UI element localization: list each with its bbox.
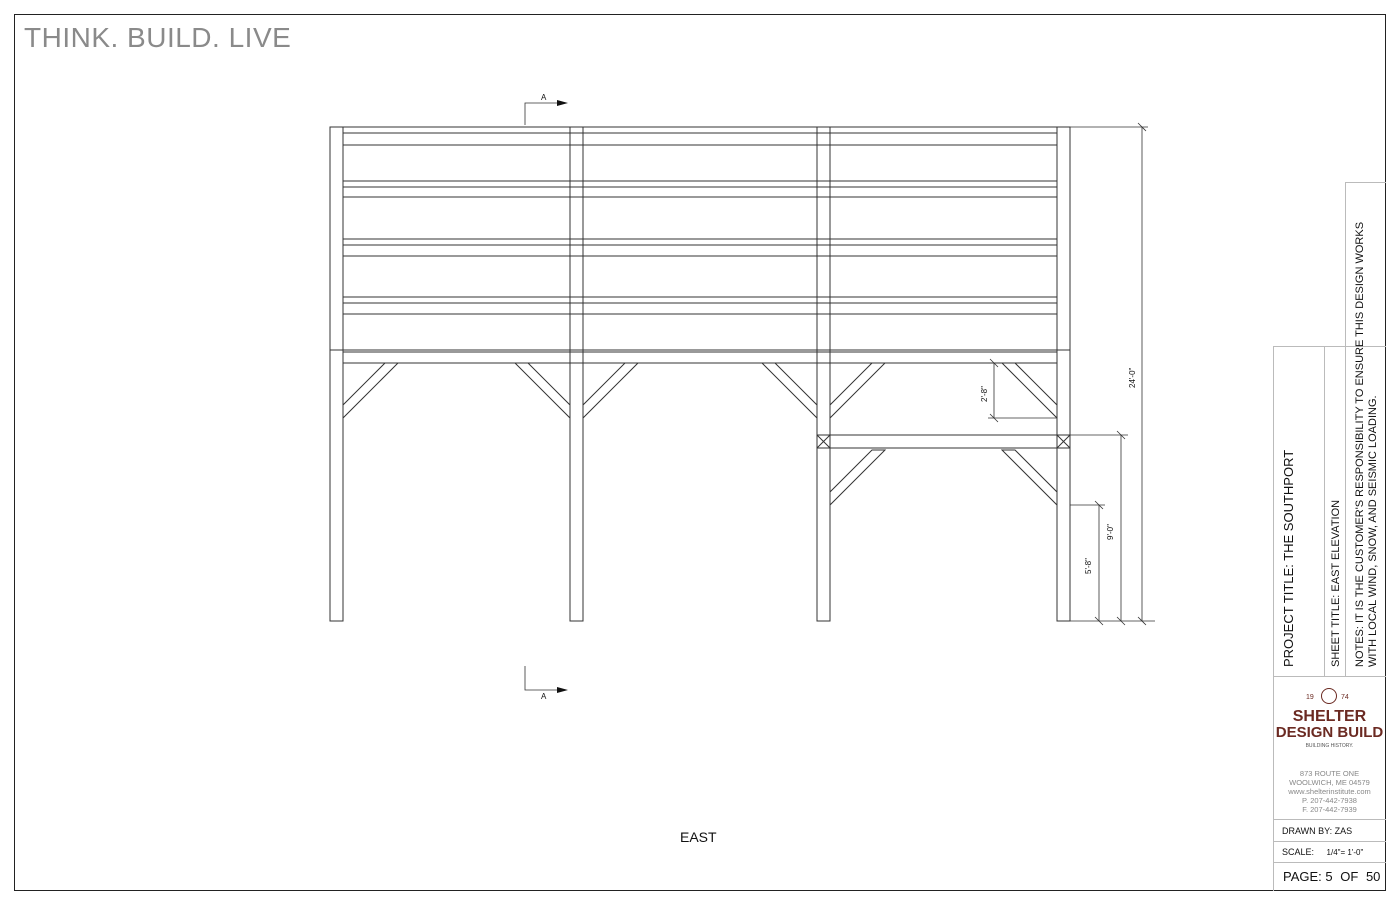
project-title: PROJECT TITLE: THE SOUTHPORT	[1281, 449, 1296, 667]
title-block-text-panel	[1273, 346, 1386, 676]
page-label: PAGE:	[1283, 869, 1322, 884]
scale-value: 1/4"= 1'-0"	[1326, 848, 1364, 857]
scale-label: SCALE:	[1282, 847, 1315, 857]
lower-braces	[829, 449, 1058, 507]
page-of: OF	[1340, 869, 1359, 884]
post-2	[569, 126, 584, 622]
address-fax: F. 207-442-7939	[1302, 805, 1357, 814]
dim-overall-height: 24'-0"	[1128, 367, 1137, 388]
post-3	[816, 126, 831, 622]
logo-emblem-icon	[1321, 688, 1337, 704]
dim-brace-upper: 2'-8"	[980, 386, 989, 402]
upper-braces	[342, 362, 1058, 420]
logo-year-right: 74	[1341, 694, 1349, 701]
section-mark-bottom: A	[541, 692, 547, 701]
dim-lower-level: 9'-0"	[1106, 524, 1115, 540]
logo-tagline: BUILDING HISTORY.	[1305, 743, 1354, 749]
notes-panel	[1345, 182, 1386, 676]
sheet-title: SHEET TITLE: EAST ELEVATION	[1330, 499, 1342, 667]
address-website: www.shelterinstitute.com	[1288, 787, 1371, 796]
sheet-border	[14, 14, 1386, 891]
dimension-lines	[988, 122, 1155, 626]
logo-line-2: DESIGN BUILD	[1275, 724, 1384, 741]
dim-brace-lower: 5'-8"	[1084, 558, 1093, 574]
section-markers	[524, 102, 557, 691]
address-phone: P. 207-442-7938	[1302, 796, 1357, 805]
tagline: THINK. BUILD. LIVE	[24, 22, 292, 53]
post-4	[1056, 126, 1071, 622]
notes-line-1: NOTES: IT IS THE CUSTOMER'S RESPONSIBILI…	[1354, 221, 1366, 667]
scale-row: SCALE: 1/4"= 1'-0"	[1273, 841, 1386, 862]
page-number: 5	[1325, 869, 1333, 884]
page-row: PAGE: 5 OF 50	[1273, 862, 1386, 891]
address-street: 873 ROUTE ONE	[1299, 769, 1360, 778]
wall-girts	[343, 180, 1057, 315]
address-city: WOOLWICH, ME 04579	[1289, 778, 1370, 787]
view-label: EAST	[680, 829, 717, 845]
drawn-by: DRAWN BY: ZAS	[1273, 819, 1386, 841]
section-arrow-bottom	[557, 687, 568, 693]
page-total: 50	[1365, 869, 1381, 884]
logo-panel	[1273, 676, 1386, 891]
logo-line-1: SHELTER	[1292, 708, 1367, 725]
title-divider-1	[1324, 346, 1325, 676]
section-arrow-top	[557, 100, 568, 106]
post-1	[329, 126, 344, 622]
section-mark-top: A	[541, 93, 547, 102]
logo-year-left: 19	[1306, 694, 1314, 701]
notes-line-2: WITH LOCAL WIND, SNOW, AND SEISMIC LOADI…	[1367, 395, 1379, 667]
